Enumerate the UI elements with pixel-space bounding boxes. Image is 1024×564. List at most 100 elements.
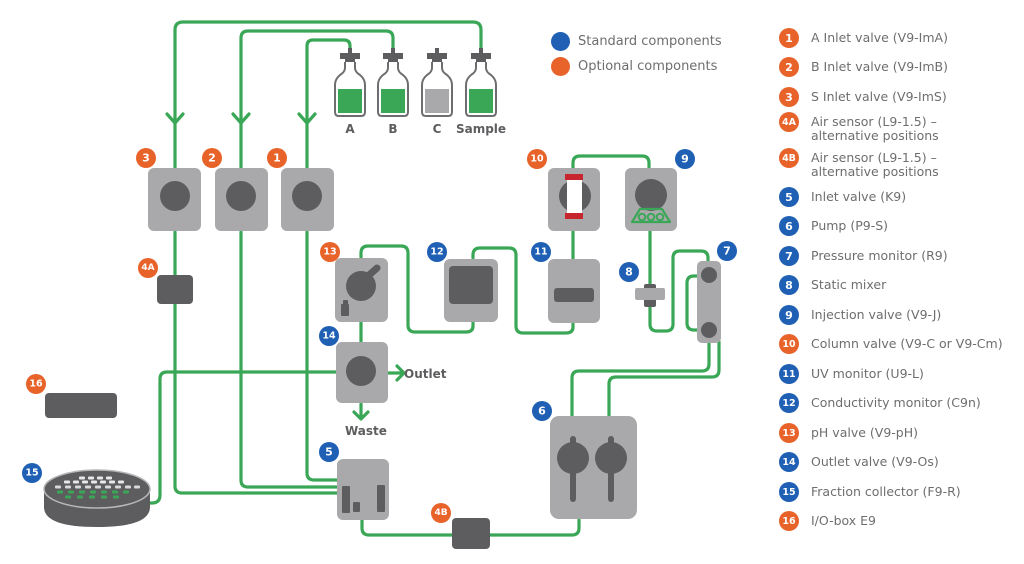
- s-inlet-valve[interactable]: [148, 168, 201, 231]
- collection-tube: [109, 480, 115, 484]
- legend-label-line: Fraction collector (F9-R): [811, 484, 961, 499]
- badge-5: 5: [319, 442, 339, 462]
- bottle-liquid: [338, 89, 362, 113]
- legend-badge: 9: [779, 305, 799, 325]
- pipe-pump-to-pressure-monitor-a: [570, 340, 711, 420]
- legend-label: Air sensor (L9-1.5) –alternative positio…: [811, 148, 939, 179]
- bottle-cap-icon: [471, 48, 491, 62]
- legend-badge: 11: [779, 364, 799, 384]
- badge-13: 13: [320, 242, 340, 262]
- legend-label-line: S Inlet valve (V9-ImS): [811, 89, 947, 104]
- legend-label-line: Column valve (V9-C or V9-Cm): [811, 336, 1003, 351]
- legend-label-line: alternative positions: [811, 164, 939, 179]
- legend-badge: 4B: [779, 148, 799, 168]
- legend-badge: 1: [779, 28, 799, 48]
- badge-3: 3: [136, 148, 156, 168]
- key-standard-label: Standard components: [578, 34, 722, 49]
- a-inlet-valve[interactable]: [281, 168, 334, 231]
- legend-label-line: Pump (P9-S): [811, 218, 889, 233]
- ph-probe-icon: [364, 264, 381, 280]
- collection-tube: [57, 490, 63, 494]
- key-standard: Standard components: [551, 32, 722, 51]
- legend-label-line: I/O-box E9: [811, 513, 877, 528]
- static-mixer[interactable]: [635, 284, 665, 307]
- legend-item-7: 7 Pressure monitor (R9): [779, 246, 948, 266]
- legend-label: Pump (P9-S): [811, 216, 888, 233]
- legend-label-line: Pressure monitor (R9): [811, 248, 948, 263]
- svg-text:9: 9: [681, 153, 689, 166]
- collection-tube: [89, 495, 95, 499]
- legend-label: Air sensor (L9-1.5) –alternative positio…: [811, 112, 939, 143]
- svg-text:6: 6: [538, 405, 546, 418]
- svg-text:1: 1: [273, 152, 281, 165]
- legend-label: pH valve (V9-pH): [811, 423, 918, 440]
- column-valve[interactable]: [548, 168, 600, 231]
- collection-tube: [95, 485, 101, 489]
- legend-label-line: Injection valve (V9-J): [811, 307, 942, 322]
- pump[interactable]: [550, 416, 637, 519]
- legend-item-1: 1 A Inlet valve (V9-ImA): [779, 28, 948, 48]
- collection-tube: [115, 485, 121, 489]
- legend-badge: 12: [779, 393, 799, 413]
- valve-knob-icon: [226, 181, 256, 211]
- pipe-valve-2-to-inlet-valve: [239, 230, 340, 489]
- collection-tube: [118, 480, 124, 484]
- bottle-c: C: [421, 48, 453, 136]
- ph-valve[interactable]: [335, 258, 388, 322]
- injection-valve[interactable]: [625, 168, 677, 231]
- pipe-valve-1-to-inlet-valve: [305, 230, 340, 482]
- badge-10: 10: [527, 149, 547, 169]
- badges: 3 2 1 4A 13 12 11 10 9 8 7 14 6 5 4B 16 …: [22, 148, 737, 523]
- svg-text:15: 15: [25, 468, 38, 479]
- air-sensor-4b[interactable]: [452, 518, 490, 549]
- pipe-pump-to-pressure-monitor-b: [607, 340, 721, 420]
- fraction-collector[interactable]: [43, 469, 151, 527]
- io-box[interactable]: [45, 393, 117, 418]
- inlet-valve[interactable]: [337, 459, 389, 520]
- svg-text:11: 11: [534, 247, 547, 258]
- legend-label-line: Outlet valve (V9-Os): [811, 454, 939, 469]
- legend-badge: 10: [779, 334, 799, 354]
- svg-text:14: 14: [322, 331, 336, 342]
- pipe-pressure-monitor-loop: [685, 274, 704, 332]
- collection-tube: [112, 490, 118, 494]
- legend-badge: 7: [779, 246, 799, 266]
- legend-badge: 15: [779, 482, 799, 502]
- badge-7: 7: [717, 241, 737, 261]
- svg-text:13: 13: [323, 247, 336, 258]
- arrow-valve-3: [165, 112, 185, 125]
- conductivity-monitor[interactable]: [444, 259, 498, 322]
- outlet-label: Outlet: [404, 367, 447, 381]
- collection-tube: [68, 490, 74, 494]
- badge-4a: 4A: [138, 258, 158, 278]
- pipe-uv-to-conductivity: [471, 246, 575, 335]
- bottle-label: C: [433, 122, 442, 136]
- legend-badge: 14: [779, 452, 799, 472]
- collection-tube: [91, 480, 97, 484]
- legend-badge: 5: [779, 187, 799, 207]
- collection-tubes: [55, 476, 140, 499]
- collection-tube: [79, 490, 85, 494]
- collection-tube: [97, 476, 103, 480]
- bottle-sample: Sample: [456, 48, 506, 136]
- legend-label: Column valve (V9-C or V9-Cm): [811, 334, 1003, 351]
- legend-label: A Inlet valve (V9-ImA): [811, 28, 948, 45]
- pipe-outlet-arrow: [386, 364, 406, 382]
- collection-tube: [106, 476, 112, 480]
- badge-4b: 4B: [431, 503, 451, 523]
- legend-label-line: Air sensor (L9-1.5) –: [811, 114, 937, 129]
- uv-monitor[interactable]: [548, 259, 600, 323]
- pressure-monitor[interactable]: [697, 261, 721, 343]
- bottle-cap-icon: [427, 48, 447, 62]
- svg-text:5: 5: [325, 446, 333, 459]
- outlet-valve[interactable]: [336, 342, 388, 403]
- air-sensor-4a[interactable]: [157, 275, 193, 304]
- pipe-sample-to-valve-3: [173, 20, 483, 170]
- b-inlet-valve[interactable]: [215, 168, 268, 231]
- badge-1: 1: [267, 148, 287, 168]
- svg-text:10: 10: [530, 154, 544, 165]
